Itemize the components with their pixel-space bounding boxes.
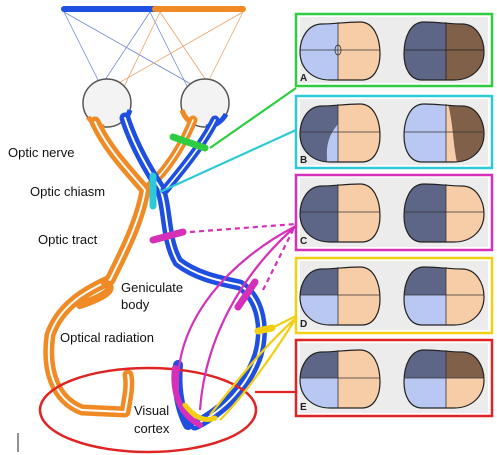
- label-visual-cortex-line1: Visual: [134, 403, 169, 418]
- panel-letter-c: C: [300, 236, 307, 247]
- lesion-marker-c-radiation: [234, 278, 259, 311]
- label-optic-chiasm: Optic chiasm: [30, 184, 105, 199]
- blue-pathway: [119, 112, 267, 431]
- field-panel-c: C: [294, 173, 494, 252]
- field-panel-b: B: [294, 94, 494, 170]
- field-panel-e: E: [294, 338, 494, 418]
- light-rays: [63, 11, 244, 96]
- panel-letter-d: D: [300, 319, 307, 330]
- label-geniculate-line1: Geniculate: [121, 280, 183, 295]
- connector-lines: [159, 87, 297, 421]
- right-eye: [179, 78, 230, 130]
- label-optic-tract: Optic tract: [38, 232, 98, 247]
- lesion-marker-d: [254, 324, 276, 335]
- visual-cortex-region: [38, 366, 258, 454]
- label-geniculate-line2: body: [121, 297, 150, 312]
- label-optic-nerve: Optic nerve: [8, 145, 74, 160]
- panel-letter-a: A: [300, 73, 307, 84]
- lesion-marker-e-yellow: [182, 402, 218, 422]
- lesion-marker-a: [169, 133, 209, 152]
- field-panel-a: A: [294, 12, 494, 88]
- field-panel-d: D: [294, 256, 494, 335]
- label-optical-radiation: Optical radiation: [60, 330, 154, 345]
- lesion-marker-c: [149, 228, 187, 244]
- label-visual-cortex-line2: cortex: [134, 421, 170, 436]
- panel-letter-e: E: [300, 402, 307, 413]
- panel-letter-b: B: [300, 155, 307, 166]
- lesion-marker-e: [171, 365, 203, 428]
